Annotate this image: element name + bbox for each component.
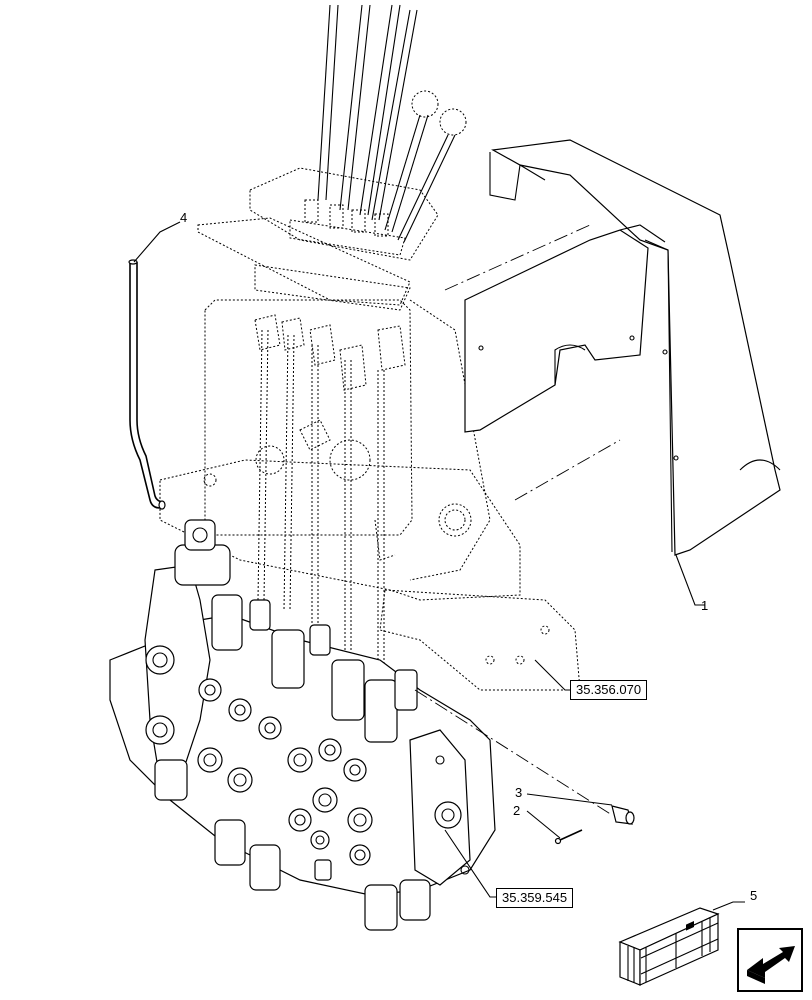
part-2-pin (554, 829, 583, 845)
callout-2: 2 (513, 803, 520, 818)
callout-4: 4 (180, 210, 187, 225)
next-page-arrow-icon[interactable] (737, 928, 803, 992)
linkage-rods (254, 314, 406, 680)
callout-5: 5 (750, 888, 757, 903)
part-3-bushing (611, 805, 635, 825)
part-1-cover (464, 139, 781, 556)
part-4-rod (128, 259, 166, 510)
control-levers (317, 4, 467, 243)
kit-crate-icon (618, 907, 720, 986)
valve-mounting-bracket (159, 299, 581, 691)
alignment-lines (414, 224, 621, 816)
callout-3: 3 (515, 785, 522, 800)
hydraulic-control-valve (109, 519, 496, 931)
reference-35-359-545[interactable]: 35.359.545 (496, 888, 574, 908)
callout-1: 1 (701, 598, 708, 613)
reference-35-356-070[interactable]: 35.356.070 (570, 680, 648, 700)
lever-console (197, 167, 439, 311)
